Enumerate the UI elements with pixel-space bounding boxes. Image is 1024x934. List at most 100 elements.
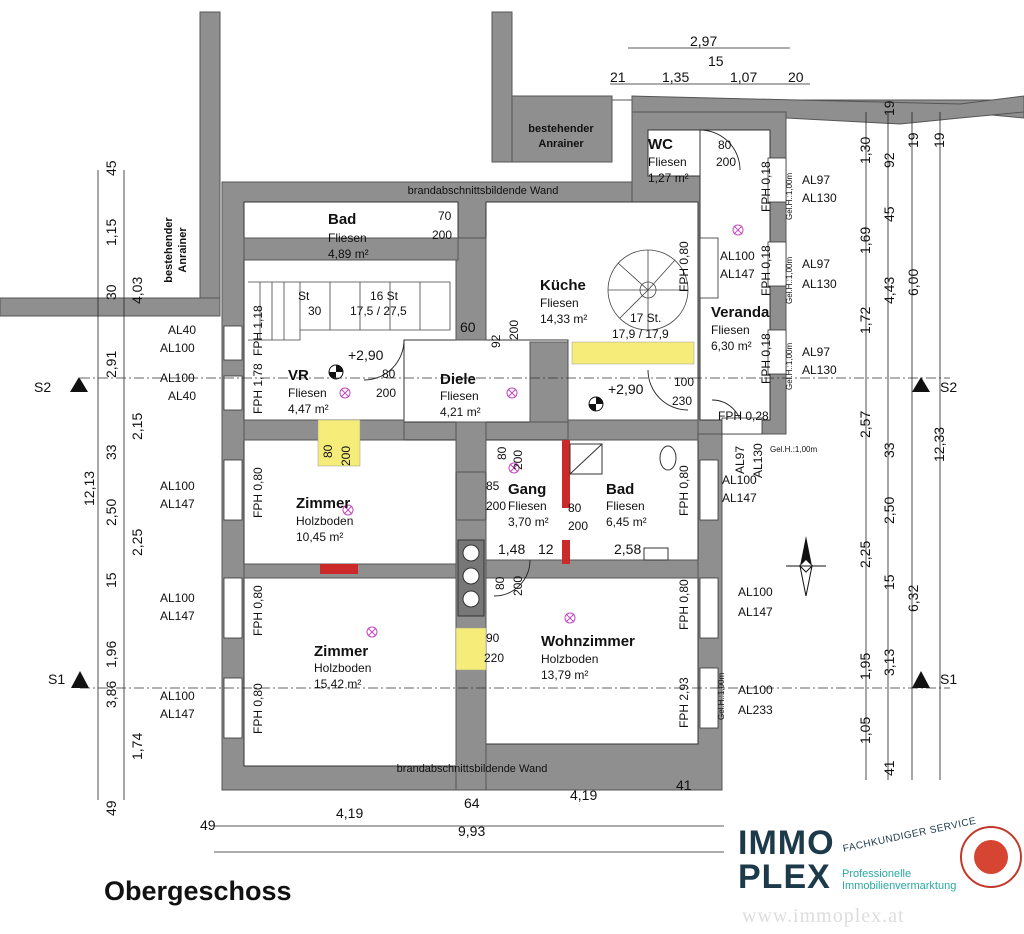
dim-left-403: 4,03 <box>129 277 145 304</box>
window-fph-080-z1: FPH 0,80 <box>251 467 265 518</box>
dim-12: 12 <box>538 541 554 557</box>
door-60: 60 <box>460 319 476 335</box>
dim-right-225: 2,25 <box>857 541 873 568</box>
watermark-url: www.immoplex.at <box>742 905 905 927</box>
dim-bottom-b: 4,19 <box>336 805 363 821</box>
stair-label-st: St <box>298 289 310 303</box>
spiral-stair-label: 17 St. <box>630 311 661 325</box>
window-fph-178: FPH 1,78 <box>251 363 265 414</box>
dim-top-d: 20 <box>788 69 804 85</box>
dim-top-total: 2,97 <box>690 33 717 49</box>
dim-right-1233: 12,33 <box>931 427 947 462</box>
al130-a: AL130 <box>802 191 837 205</box>
stair-label-size: 17,5 / 27,5 <box>350 304 407 318</box>
room-floor-bad-2: Fliesen <box>606 499 645 513</box>
dim-left-215: 2,15 <box>129 413 145 440</box>
level-vr: +2,90 <box>348 347 384 363</box>
logo-tagline: Professionelle Immobilienvermarktung <box>842 868 956 892</box>
room-area-diele: 4,21 m² <box>440 405 481 419</box>
room-floor-wc: Fliesen <box>648 155 687 169</box>
dim-left-225: 2,25 <box>129 529 145 556</box>
window-fph-018-a: FPH 0,18 <box>759 161 773 212</box>
dim-right-313: 3,13 <box>881 649 897 676</box>
room-floor-zimmer-2: Holzboden <box>314 661 371 675</box>
window-fph-080-bad: FPH 0,80 <box>677 465 691 516</box>
door-veranda-230: 230 <box>672 394 692 408</box>
door-gang-80: 80 <box>495 446 509 460</box>
window-fph-028: FPH 0,28 <box>718 409 769 423</box>
door-wc-width: 80 <box>718 138 732 152</box>
dim-left-250: 2,50 <box>103 499 119 526</box>
al147-k: AL147 <box>720 267 755 281</box>
door-vr-height: 200 <box>376 386 396 400</box>
room-name-veranda: Veranda <box>711 304 770 321</box>
al233: AL233 <box>738 703 773 717</box>
stair-label-16st: 16 St <box>370 289 399 303</box>
room-name-bad-top: Bad <box>328 211 356 228</box>
dim-left-30: 30 <box>103 284 119 300</box>
al97-a: AL97 <box>802 173 830 187</box>
room-floor-kueche: Fliesen <box>540 296 579 310</box>
dim-right-19-inner: 19 <box>881 100 897 116</box>
room-floor-zimmer-1: Holzboden <box>296 514 353 528</box>
dim-bottom-c: 64 <box>464 795 480 811</box>
dim-right-169: 1,69 <box>857 227 873 254</box>
immoplex-logo: IMMO PLEX FACHKUNDIGER SERVICE Professio… <box>738 816 1024 926</box>
al100-wz: AL100 <box>738 585 773 599</box>
logo-immo: IMMO <box>738 826 835 860</box>
dim-right-195: 1,95 <box>857 653 873 680</box>
section-label-s2-left: S2 <box>34 379 51 395</box>
logo-immo-text: IMMO <box>738 824 835 862</box>
door-gang-200: 200 <box>511 450 525 470</box>
window-gelh-a: Gel.H.:1,00m <box>785 173 794 220</box>
room-floors <box>243 129 771 767</box>
window-gelh-e: Gel.H.:1,00m <box>717 673 726 720</box>
al97-b: AL97 <box>802 257 830 271</box>
door-veranda-100: 100 <box>674 375 694 389</box>
section-lines <box>70 377 950 689</box>
dim-top-mid: 15 <box>708 53 724 69</box>
window-fph-118: FPH 1,18 <box>251 305 265 356</box>
al130-c: AL130 <box>802 363 837 377</box>
dim-left-49: 49 <box>103 800 119 816</box>
room-floor-wohnzimmer: Holzboden <box>541 652 598 666</box>
room-area-bad-2: 6,45 m² <box>606 515 647 529</box>
dim-bottom-total: 9,93 <box>458 823 485 839</box>
al100-wz2: AL100 <box>738 683 773 697</box>
door-wc-height: 200 <box>716 155 736 169</box>
dim-left-15: 15 <box>103 572 119 588</box>
dim-left-45: 45 <box>103 160 119 176</box>
al147-e: AL147 <box>160 707 195 721</box>
certification-seal-icon <box>960 826 1022 888</box>
windows <box>223 157 787 739</box>
dim-right-33: 33 <box>881 442 897 458</box>
room-area-wc: 1,27 m² <box>648 171 689 185</box>
dim-right-600: 6,00 <box>905 269 921 296</box>
room-name-gang: Gang <box>508 481 546 498</box>
al40-b: AL40 <box>168 389 196 403</box>
dim-right-45: 45 <box>881 206 897 222</box>
al100-e: AL100 <box>160 689 195 703</box>
dim-right-92: 92 <box>881 152 897 168</box>
dim-right-15: 15 <box>881 574 897 590</box>
staircase <box>248 249 689 341</box>
window-gelh-d: Gel.H.:1,00m <box>770 445 817 454</box>
section-label-s1-left: S1 <box>48 671 65 687</box>
window-fph-018-b: FPH 0,18 <box>759 245 773 296</box>
al97-c: AL97 <box>802 345 830 359</box>
room-area-veranda: 6,30 m² <box>711 339 752 353</box>
door-gang-200b: 200 <box>486 499 506 513</box>
dim-right-19: 19 <box>905 132 921 148</box>
dim-top-c: 1,07 <box>730 69 757 85</box>
room-name-kueche: Küche <box>540 277 586 294</box>
door-wz-200: 200 <box>511 576 525 596</box>
room-name-wc: WC <box>648 136 673 153</box>
room-area-bad-top: 4,89 m² <box>328 247 369 261</box>
al147-bad: AL147 <box>722 491 757 505</box>
dim-right-443: 4,43 <box>881 277 897 304</box>
room-area-wohnzimmer: 13,79 m² <box>541 668 588 682</box>
section-arrow-s1-right <box>912 671 930 688</box>
neighbor-label-top-2: Anrainer <box>538 138 584 150</box>
firewall-label-top: brandabschnittsbildende Wand <box>408 185 559 197</box>
